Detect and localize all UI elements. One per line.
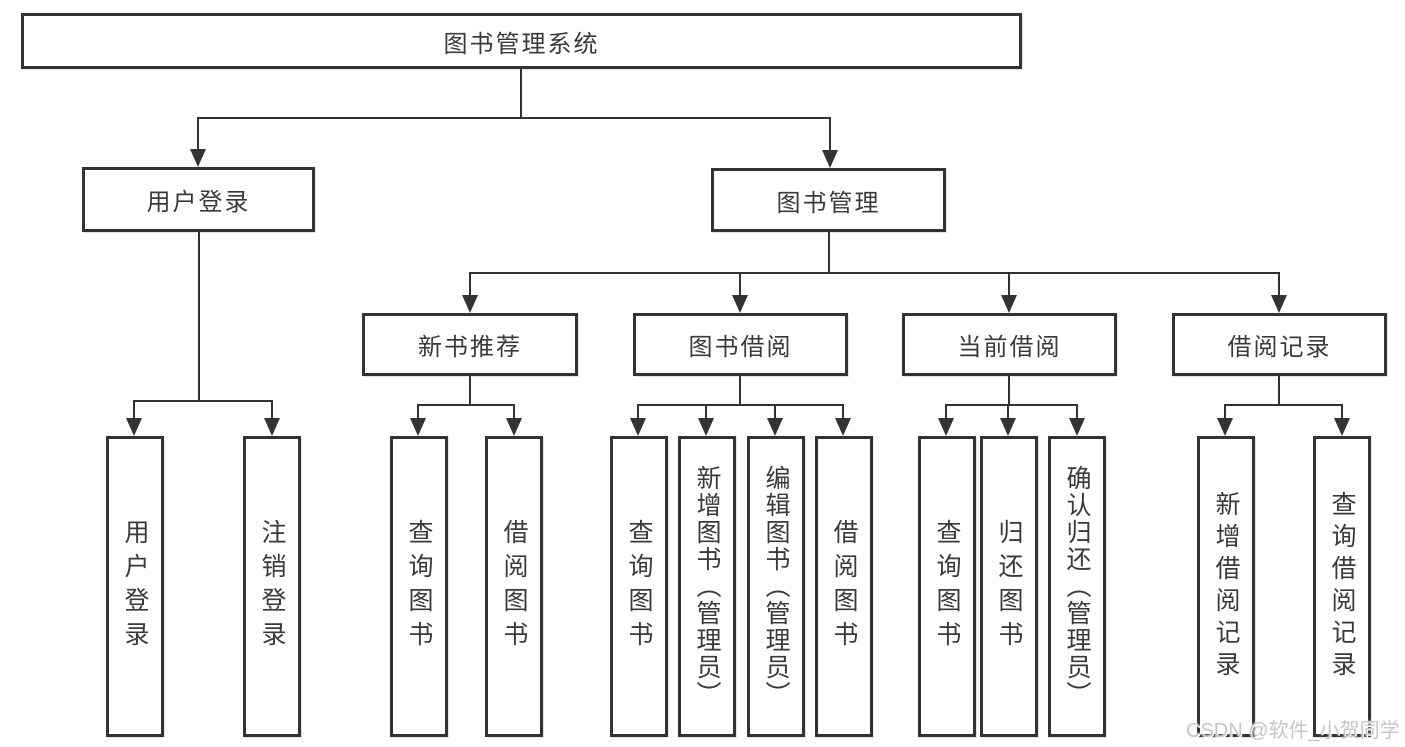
connector-line xyxy=(829,117,831,150)
connector-line xyxy=(469,272,1280,274)
leaf-add-borrow-record-label: 新增借阅记录 xyxy=(1212,490,1240,683)
connector-line xyxy=(469,376,471,404)
node-borrow-records: 借阅记录 xyxy=(1172,313,1387,376)
leaf-add-book-admin: 新增图书（管理员） xyxy=(678,436,736,737)
leaf-add-borrow-record: 新增借阅记录 xyxy=(1197,436,1255,737)
node-borrow-records-label: 借阅记录 xyxy=(1227,334,1332,361)
connector-line xyxy=(1008,272,1010,295)
leaf-return-book-label: 归还图书 xyxy=(995,518,1023,655)
connector-line xyxy=(469,272,471,295)
arrowhead-down-icon xyxy=(126,418,142,436)
leaf-borrow-book-label: 借阅图书 xyxy=(830,518,858,655)
arrowhead-down-icon xyxy=(835,418,851,436)
connector-line xyxy=(1278,376,1280,404)
connector-line xyxy=(520,69,522,117)
connector-line xyxy=(197,117,199,149)
connector-line xyxy=(1341,404,1343,418)
leaf-edit-book-admin-label: 编辑图书（管理员） xyxy=(762,465,790,708)
leaf-query-books-current-label: 查询图书 xyxy=(933,518,961,655)
node-user-login: 用户登录 xyxy=(82,167,315,232)
leaf-confirm-return-admin: 确认归还（管理员） xyxy=(1048,436,1106,737)
leaf-add-book-admin-label: 新增图书（管理员） xyxy=(693,465,721,708)
connector-line xyxy=(842,404,844,418)
leaf-query-books-recommend: 查询图书 xyxy=(390,436,448,737)
arrowhead-down-icon xyxy=(1334,418,1350,436)
connector-line xyxy=(513,404,515,418)
node-new-book-recommend-label: 新书推荐 xyxy=(418,334,522,361)
leaf-logout: 注销登录 xyxy=(243,436,301,737)
leaf-edit-book-admin: 编辑图书（管理员） xyxy=(747,436,805,737)
node-root: 图书管理系统 xyxy=(21,13,1022,69)
node-book-management-label: 图书管理 xyxy=(776,189,881,217)
node-root-label: 图书管理系统 xyxy=(443,30,600,58)
leaf-query-books-recommend-label: 查询图书 xyxy=(405,518,433,655)
arrowhead-down-icon xyxy=(1069,418,1085,436)
connector-line xyxy=(1007,404,1009,418)
arrowhead-down-icon xyxy=(1217,418,1233,436)
arrowhead-down-icon xyxy=(1000,418,1016,436)
connector-line xyxy=(705,404,707,418)
connector-line xyxy=(198,232,200,400)
connector-line xyxy=(945,404,947,418)
arrowhead-down-icon xyxy=(462,295,478,313)
connector-line xyxy=(133,400,273,402)
leaf-user-login-label: 用户登录 xyxy=(121,518,149,655)
connector-line xyxy=(1224,404,1226,418)
leaf-query-books-borrow-label: 查询图书 xyxy=(625,518,653,655)
connector-line xyxy=(637,404,639,418)
arrowhead-down-icon xyxy=(938,418,954,436)
arrowhead-down-icon xyxy=(190,149,206,167)
leaf-user-login: 用户登录 xyxy=(106,436,164,737)
arrowhead-down-icon xyxy=(630,418,646,436)
connector-line xyxy=(945,404,1077,406)
node-current-borrow: 当前借阅 xyxy=(902,313,1117,376)
arrowhead-down-icon xyxy=(732,295,748,313)
arrowhead-down-icon xyxy=(822,150,838,168)
connector-line xyxy=(1008,376,1010,404)
leaf-borrow-book: 借阅图书 xyxy=(815,436,873,737)
node-book-management: 图书管理 xyxy=(711,168,946,232)
connector-line xyxy=(1278,272,1280,295)
leaf-query-books-borrow: 查询图书 xyxy=(610,436,668,737)
leaf-return-book: 归还图书 xyxy=(980,436,1038,737)
connector-line xyxy=(417,404,514,406)
node-book-borrow-label: 图书借阅 xyxy=(688,334,793,361)
connector-line xyxy=(271,400,273,418)
connector-line xyxy=(739,272,741,295)
arrowhead-down-icon xyxy=(698,418,714,436)
leaf-query-borrow-record: 查询借阅记录 xyxy=(1313,436,1371,737)
arrowhead-down-icon xyxy=(1271,295,1287,313)
connector-line xyxy=(417,404,419,418)
connector-line xyxy=(774,404,776,418)
leaf-confirm-return-admin-label: 确认归还（管理员） xyxy=(1063,465,1091,708)
node-book-borrow: 图书借阅 xyxy=(633,313,848,376)
node-user-login-label: 用户登录 xyxy=(146,189,251,216)
leaf-borrow-book-recommend: 借阅图书 xyxy=(485,436,543,737)
connector-line xyxy=(637,404,843,406)
leaf-borrow-book-recommend-label: 借阅图书 xyxy=(500,518,528,655)
arrowhead-down-icon xyxy=(264,418,280,436)
arrowhead-down-icon xyxy=(410,418,426,436)
connector-line xyxy=(1224,404,1342,406)
connector-line xyxy=(197,117,831,119)
arrowhead-down-icon xyxy=(1001,295,1017,313)
watermark: CSDN @软件_小贺同学 xyxy=(1186,720,1400,742)
connector-line xyxy=(1076,404,1078,418)
connector-line xyxy=(739,376,741,404)
node-new-book-recommend: 新书推荐 xyxy=(362,313,578,376)
leaf-query-books-current: 查询图书 xyxy=(918,436,976,737)
arrowhead-down-icon xyxy=(506,418,522,436)
arrowhead-down-icon xyxy=(767,418,783,436)
connector-line xyxy=(133,400,135,418)
leaf-query-borrow-record-label: 查询借阅记录 xyxy=(1328,490,1356,683)
connector-line xyxy=(828,232,830,272)
leaf-logout-label: 注销登录 xyxy=(258,518,286,655)
node-current-borrow-label: 当前借阅 xyxy=(957,334,1062,361)
